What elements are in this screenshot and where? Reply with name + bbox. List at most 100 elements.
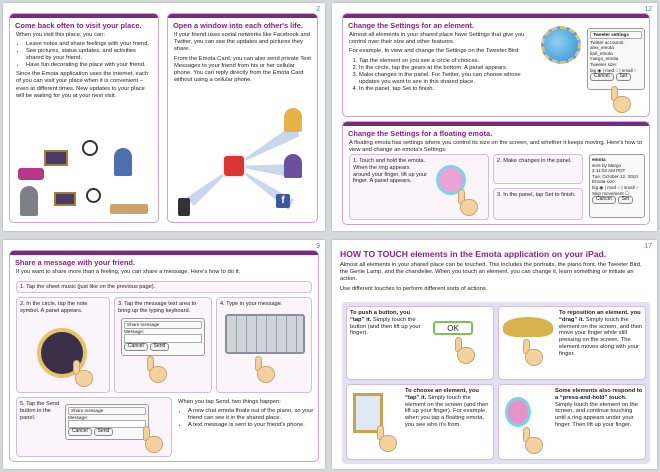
step-4-box: 4. Type in your message. (216, 297, 312, 393)
set-button[interactable]: Set (617, 196, 634, 204)
page-2: 2 Come back often to visit your place. W… (3, 3, 325, 231)
portrait-frame (44, 150, 68, 166)
dialog-title: Share message (68, 407, 146, 415)
intro-text: Almost all elements in your shared place… (340, 262, 642, 283)
finger-hand-icon (519, 339, 545, 367)
panel-band (10, 251, 318, 255)
step-text: 3. Tap the message text area to bring up… (118, 301, 197, 314)
cancel-button[interactable]: Cancel (68, 428, 92, 436)
sofa (18, 168, 44, 180)
cancel-button[interactable]: Cancel (592, 196, 616, 204)
genie-lamp-icon (503, 317, 553, 337)
finger-hand-icon (451, 337, 477, 365)
send-button[interactable]: Send (93, 428, 114, 436)
after-send-text: When you tap Send, two things happen: A … (178, 399, 314, 431)
account-checkbox[interactable]: margo_emota (590, 56, 619, 62)
size-label: Tweeter size: (590, 61, 618, 67)
page-number: 2 (316, 6, 320, 13)
date-text: Tue, October 12, 2010 (592, 173, 638, 179)
window-panel: Open a window into each other's life. If… (167, 13, 318, 223)
cancel-button[interactable]: Cancel (590, 73, 614, 81)
size-label: Emota size: (592, 179, 616, 185)
step-item: Tap the element so you see a circle of c… (359, 58, 527, 65)
visit-panel: Come back often to visit your place. Whe… (9, 13, 159, 223)
panel-band (10, 14, 158, 18)
finger-hand-icon (607, 86, 633, 114)
page-number: 12 (644, 6, 652, 13)
panel-title: Open a window into each other's life. (173, 21, 303, 30)
push-text: Simply touch the button (and then lift u… (350, 316, 421, 337)
list-item: A text message is sent to your friend's … (188, 422, 314, 429)
size-options[interactable]: big ◉ | med ○ | small ○ (590, 67, 637, 73)
set-button[interactable]: Set (615, 73, 632, 81)
step-text: Make changes in the panel. (503, 158, 572, 164)
finger-hand-icon (454, 189, 480, 217)
finger-hand-icon (143, 356, 169, 384)
size-options[interactable]: big ◉ | med ○ | small ○ (592, 184, 639, 190)
panel-title: Share a message with your friend. (15, 258, 135, 267)
press-hold-box: Some elements also respond to a “press-a… (498, 384, 646, 460)
step-5-box: 5. Tap the Send button in the panel. Sha… (16, 397, 172, 457)
finger-hand-icon (251, 356, 277, 384)
emota-ring-icon (436, 165, 466, 195)
account-checkbox[interactable]: karl_emota (590, 50, 613, 56)
tweeter-bird-icon (541, 26, 581, 64)
step-item: Make changes in the panel. For Twitter, … (359, 72, 527, 86)
page-title: HOW TO TOUCH elements in the Emota appli… (340, 249, 607, 259)
panel-band (168, 14, 317, 18)
person-figure (284, 108, 302, 132)
choose-bold: To choose an element, you “tap” it. (405, 388, 479, 401)
phone-icon (178, 198, 190, 216)
step-text: 1. Tap the sheet music (just like on the… (20, 284, 156, 290)
person-figure (114, 148, 132, 176)
step-item: In the circle, tap the gears at the bott… (359, 65, 527, 72)
tap-element-box: To choose an element, you “tap” it. Simp… (346, 384, 494, 460)
step-3-box: 3. In the panel, tap Set to finish. (493, 188, 583, 220)
emota-card-icon (222, 154, 246, 178)
intro-text: Almost all elements in your shared place… (349, 32, 525, 46)
person-figure (20, 186, 38, 216)
tweeter-settings-dialog: Tweeter settings Twitter accounts: alex_… (587, 28, 645, 90)
list-item: Leave notes and share feelings with your… (26, 41, 152, 48)
after-intro: When you tap Send, two things happen: (178, 399, 281, 405)
panel-title: Change the Settings for an element. (348, 21, 475, 30)
list-item: Have fun decorating the place with your … (26, 62, 152, 69)
share-message-panel: Share a message with your friend. If you… (9, 250, 319, 462)
intro-text: If you want to share more than a feeling… (16, 269, 241, 275)
finger-hand-icon (69, 360, 95, 388)
panel-title: Change the Settings for a floating emota… (348, 129, 493, 138)
floating-panel: Change the Settings for a floating emota… (342, 121, 650, 225)
emota-settings-dialog: emota sent by Margo 2:11:03 AM PDT Tue, … (589, 154, 645, 218)
message-textarea[interactable] (68, 420, 146, 429)
step-3-box: 3. Tap the message text area to bring up… (114, 297, 212, 393)
page-9: 9 Share a message with your friend. If y… (3, 240, 325, 469)
step-text: 4. Type in your message. (220, 301, 283, 307)
finger-hand-icon (139, 426, 165, 454)
step-text: 2. In the circle, tap the note symbol. A… (20, 301, 88, 314)
table (110, 204, 148, 214)
cancel-button[interactable]: Cancel (124, 343, 148, 351)
page-number: 17 (644, 243, 652, 250)
finger-hand-icon (519, 427, 545, 455)
step-2-box: 2. Make changes in the panel. (493, 154, 583, 184)
intro-text-2: Use different touches to perform differe… (340, 285, 488, 292)
network-illustration: f (172, 106, 316, 220)
ok-button[interactable]: OK (433, 321, 473, 335)
portrait-frame (54, 192, 76, 206)
body-text: Since the Emota application uses the int… (16, 71, 149, 99)
panel-band (343, 14, 649, 18)
step-item: In the panel, tap Set to finish. (359, 86, 527, 93)
step-1-box: 1. Tap the sheet music (just like on the… (16, 281, 312, 293)
panel-title: Come back often to visit your place. (15, 21, 142, 30)
account-checkbox[interactable]: alex_emota (590, 45, 614, 51)
choose-text: Simply touch the element on the screen (… (405, 394, 489, 428)
drag-element-box: To reposition an element, you “drag” it.… (498, 306, 646, 380)
message-textarea[interactable] (124, 334, 202, 344)
send-button[interactable]: Send (149, 343, 170, 351)
settings-panel: Change the Settings for an element. Almo… (342, 13, 650, 117)
keyboard-icon (225, 314, 305, 354)
skip-movement-checkbox[interactable]: Skip movement ☐ (592, 190, 630, 196)
page-17: 17 HOW TO TOUCH elements in the Emota ap… (332, 240, 657, 469)
